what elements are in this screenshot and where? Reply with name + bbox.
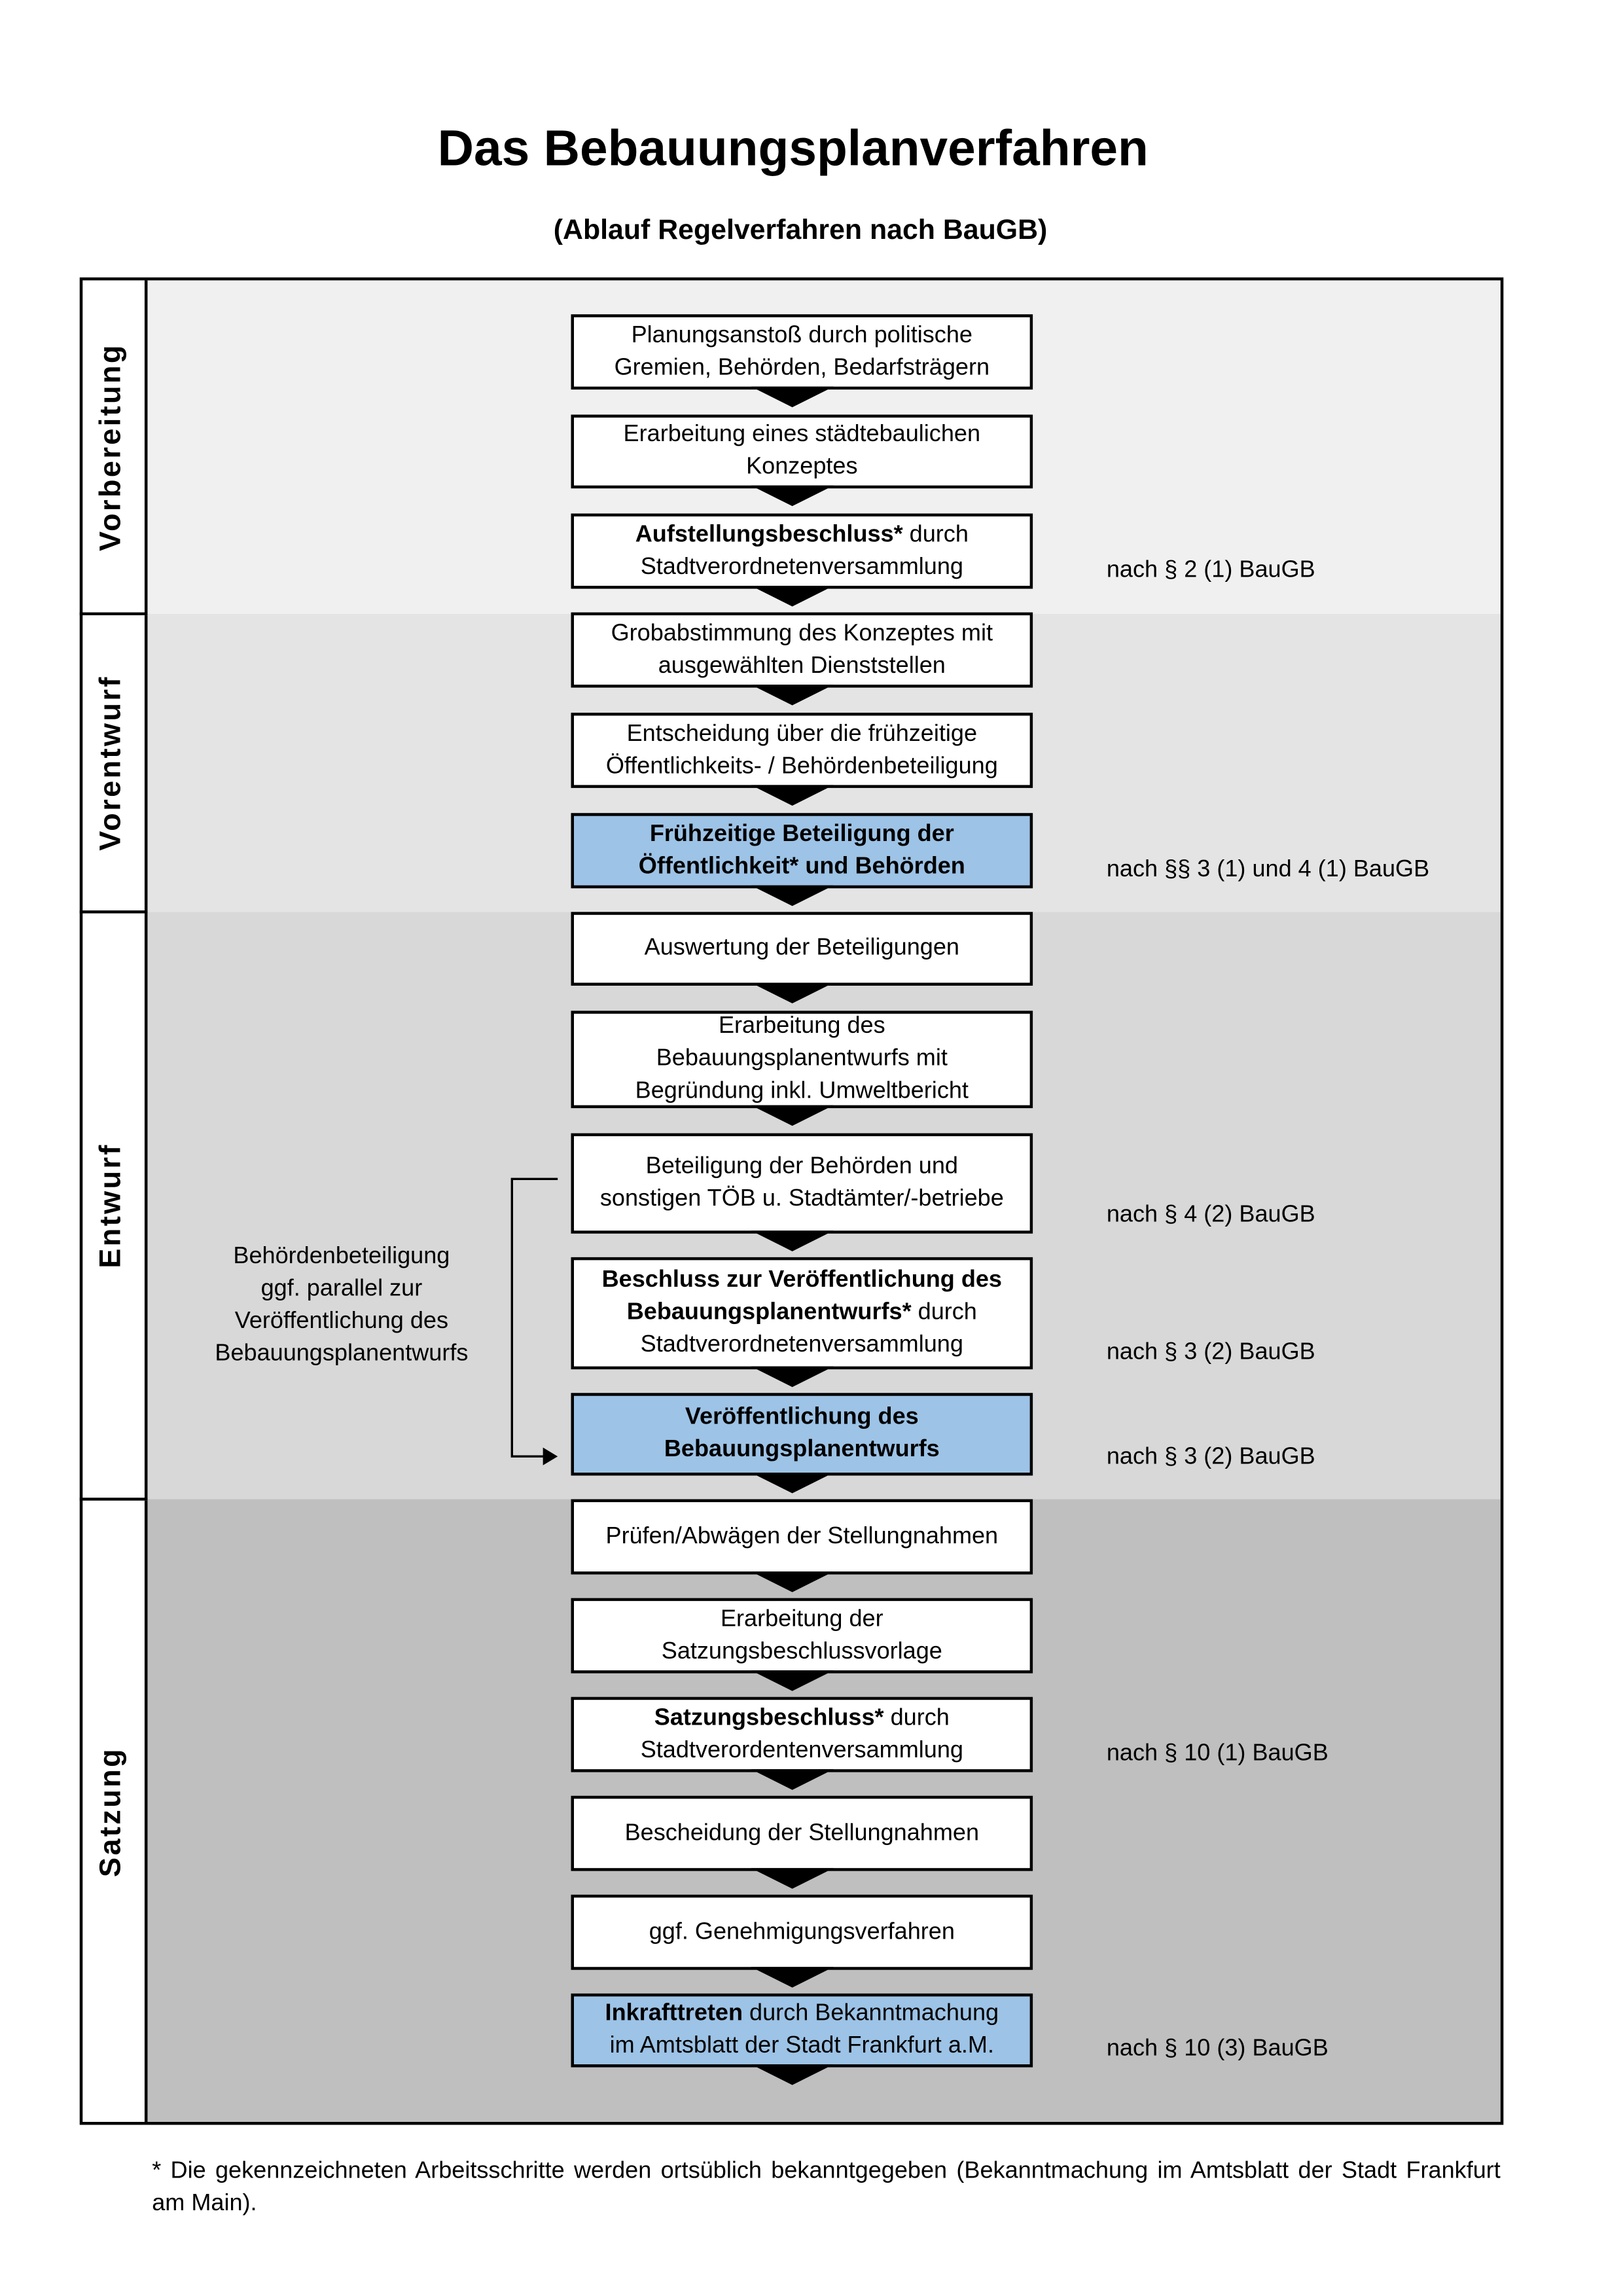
parallel-bracket-arrow: [510, 1177, 558, 1465]
process-step-text: Frühzeitige Beteiligung der Öffentlichke…: [639, 818, 965, 883]
phase-label-entwurf: Entwurf: [79, 913, 148, 1501]
step-text: durch Stadtverordentenversammlung: [640, 1705, 963, 1763]
diagram-frame: [79, 277, 1504, 2125]
flow-arrow-down-icon: [751, 485, 834, 507]
phase-label-satzung: Satzung: [79, 1500, 148, 2122]
legal-note: nach § 10 (1) BauGB: [1106, 1741, 1329, 1767]
flow-arrow-down-icon: [751, 1769, 834, 1790]
step-text: durch Bekanntmachung im Amtsblatt der St…: [609, 2001, 999, 2059]
process-step-box: Planungsanstoß durch politische Gremien,…: [571, 314, 1033, 390]
process-step-box: Auswertung der Beteiligungen: [571, 912, 1033, 986]
process-step-text: Entscheidung über die frühzeitige Öffent…: [606, 718, 998, 783]
process-step-box: Aufstellungsbeschluss* durch Stadtverord…: [571, 513, 1033, 589]
step-text: Prüfen/Abwägen der Stellungnahmen: [605, 1523, 999, 1549]
phase-label-vorbereitung: Vorbereitung: [79, 280, 148, 616]
process-step-box: Satzungsbeschluss* durch Stadtverordente…: [571, 1696, 1033, 1772]
flow-arrow-down-icon: [751, 785, 834, 806]
process-step-text: Erarbeitung eines städtebaulichen Konzep…: [624, 419, 980, 484]
legal-note: nach §§ 3 (1) und 4 (1) BauGB: [1106, 857, 1430, 883]
flow-arrow-down-icon: [751, 1670, 834, 1691]
process-step-text: Prüfen/Abwägen der Stellungnahmen: [606, 1520, 999, 1553]
process-step-box: Grobabstimmung des Konzeptes mit ausgewä…: [571, 612, 1033, 688]
flow-arrow-down-icon: [751, 1105, 834, 1126]
process-step-box: Frühzeitige Beteiligung der Öffentlichke…: [571, 813, 1033, 889]
phase-label-vorentwurf: Vorentwurf: [79, 615, 148, 914]
process-step-text: Erarbeitung der Satzungsbeschlussvorlage: [662, 1604, 942, 1668]
step-text: durch Stadtverordnetenversammlung: [640, 521, 969, 579]
step-text: Planungsanstoß durch politische Gremien,…: [614, 322, 990, 380]
process-step-box: Prüfen/Abwägen der Stellungnahmen: [571, 1499, 1033, 1575]
flow-arrow-down-icon: [751, 1472, 834, 1494]
step-text-bold: Satzungsbeschluss*: [654, 1705, 884, 1731]
process-step-text: Auswertung der Beteiligungen: [645, 933, 959, 965]
step-text: Erarbeitung des Bebauungsplanentwurfs mi…: [635, 1013, 969, 1104]
process-step-box: Bescheidung der Stellungnahmen: [571, 1795, 1033, 1871]
process-step-box: Erarbeitung der Satzungsbeschlussvorlage: [571, 1598, 1033, 1674]
flow-arrow-down-icon: [751, 885, 834, 906]
step-text: Beteiligung der Behörden und sonstigen T…: [599, 1154, 1004, 1211]
legal-note: nach § 10 (3) BauGB: [1106, 2036, 1329, 2062]
step-text-bold: Frühzeitige Beteiligung der Öffentlichke…: [638, 821, 965, 879]
process-step-box: Erarbeitung des Bebauungsplanentwurfs mi…: [571, 1011, 1033, 1109]
step-text: ggf. Genehmigungsverfahren: [649, 1918, 955, 1945]
page-title: Das Bebauungsplanverfahren: [437, 120, 1149, 177]
process-step-box: Beschluss zur Veröffentlichung des Bebau…: [571, 1257, 1033, 1370]
step-text: Auswertung der Beteiligungen: [644, 935, 959, 961]
legal-note: nach § 3 (2) BauGB: [1106, 1444, 1315, 1470]
process-step-text: Grobabstimmung des Konzeptes mit ausgewä…: [611, 618, 993, 683]
process-step-text: ggf. Genehmigungsverfahren: [649, 1916, 955, 1948]
process-step-box: ggf. Genehmigungsverfahren: [571, 1894, 1033, 1970]
flow-arrow-down-icon: [751, 2064, 834, 2085]
process-step-box: Beteiligung der Behörden und sonstigen T…: [571, 1133, 1033, 1234]
process-step-text: Beteiligung der Behörden und sonstigen T…: [600, 1151, 1004, 1216]
flow-arrow-down-icon: [751, 982, 834, 1004]
legal-note: nach § 3 (2) BauGB: [1106, 1340, 1315, 1365]
process-step-text: Beschluss zur Veröffentlichung des Bebau…: [602, 1265, 1002, 1362]
process-step-text: Veröffentlichung des Bebauungsplanentwur…: [664, 1402, 940, 1467]
step-text-bold: Aufstellungsbeschluss*: [635, 521, 903, 547]
process-step-text: Inkrafttreten durch Bekanntmachung im Am…: [605, 1998, 999, 2063]
process-step-text: Bescheidung der Stellungnahmen: [625, 1817, 979, 1850]
flow-arrow-down-icon: [751, 685, 834, 706]
process-step-text: Erarbeitung des Bebauungsplanentwurfs mi…: [635, 1011, 969, 1108]
process-step-box: Erarbeitung eines städtebaulichen Konzep…: [571, 414, 1033, 489]
step-text: Erarbeitung der Satzungsbeschlussvorlage: [661, 1606, 942, 1664]
flow-arrow-down-icon: [751, 386, 834, 408]
step-text: Erarbeitung eines städtebaulichen Konzep…: [623, 422, 981, 480]
step-text: Bescheidung der Stellungnahmen: [624, 1820, 980, 1846]
process-step-box: Veröffentlichung des Bebauungsplanentwur…: [571, 1393, 1033, 1476]
page-subtitle: (Ablauf Regelverfahren nach BauGB): [553, 215, 1048, 247]
flow-arrow-down-icon: [751, 1366, 834, 1388]
process-step-text: Planungsanstoß durch politische Gremien,…: [615, 319, 990, 384]
process-step-text: Aufstellungsbeschluss* durch Stadtverord…: [635, 518, 969, 583]
flow-arrow-down-icon: [751, 1571, 834, 1592]
flow-arrow-down-icon: [751, 1967, 834, 1988]
step-text: Grobabstimmung des Konzeptes mit ausgewä…: [611, 620, 993, 678]
step-text: Entscheidung über die frühzeitige Öffent…: [605, 721, 998, 779]
flow-arrow-down-icon: [751, 1230, 834, 1251]
legal-note: nach § 2 (1) BauGB: [1106, 558, 1315, 583]
process-step-box: Inkrafttreten durch Bekanntmachung im Am…: [571, 1993, 1033, 2068]
step-text-bold: Inkrafttreten: [605, 2001, 743, 2026]
flow-arrow-down-icon: [751, 586, 834, 607]
step-text: durch Stadtverordnetenversammlung: [640, 1300, 977, 1358]
flow-arrow-down-icon: [751, 1868, 834, 1889]
step-text-bold: Veröffentlichung des Bebauungsplanentwur…: [664, 1405, 940, 1463]
footnote: * Die gekennzeichneten Arbeitsschritte w…: [152, 2159, 1501, 2217]
legal-note: nach § 4 (2) BauGB: [1106, 1202, 1315, 1228]
process-step-text: Satzungsbeschluss* durch Stadtverordente…: [641, 1702, 963, 1767]
process-step-box: Entscheidung über die frühzeitige Öffent…: [571, 712, 1033, 788]
step-text-bold: Beschluss zur Veröffentlichung des Bebau…: [601, 1267, 1002, 1325]
parallel-note: Behördenbeteiligung ggf. parallel zur Ve…: [215, 1244, 469, 1367]
